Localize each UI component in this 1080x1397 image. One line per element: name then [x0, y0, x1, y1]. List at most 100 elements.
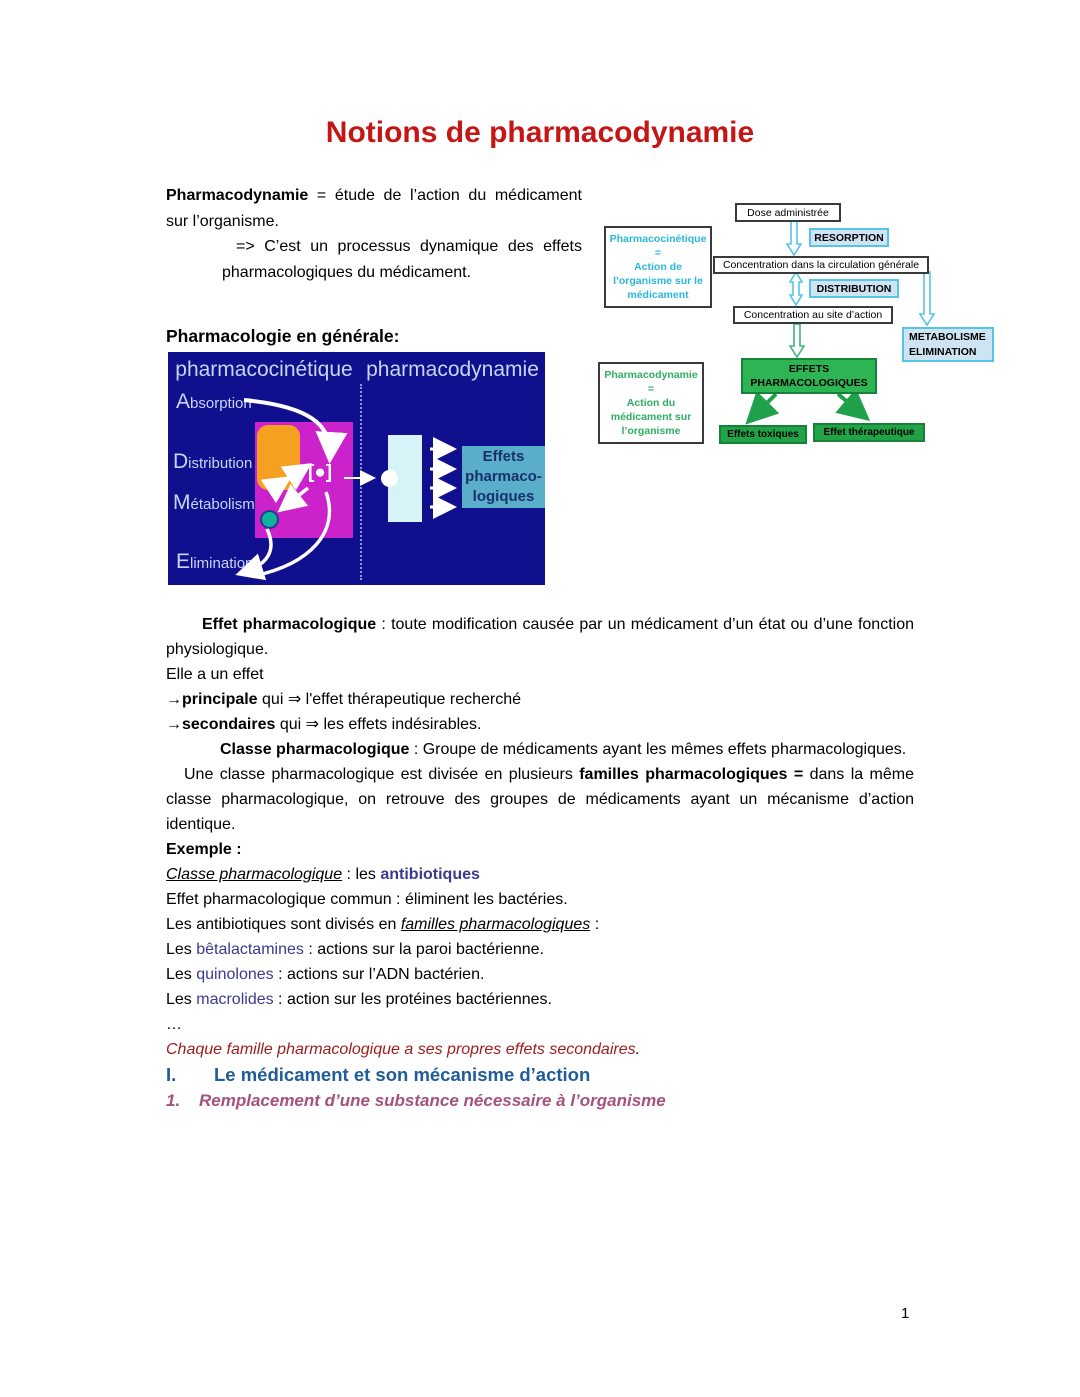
pharmacological-effects-box: EFFETS PHARMACOLOGIQUES	[741, 358, 877, 394]
adme-arrows-icon	[235, 398, 457, 581]
concentration-site-box: Concentration au site d’action	[733, 306, 893, 324]
dose-box: Dose administrée	[735, 203, 841, 222]
receptor-dot-icon	[381, 470, 398, 487]
adme-label-metabolism: Métabolisme	[173, 491, 263, 515]
adme-right-header: pharmacodynamie	[366, 358, 539, 381]
pk-line: médicament	[627, 289, 689, 301]
intro-definition: Pharmacodynamie = étude de l’action du m…	[166, 183, 582, 234]
fx-line: pharmaco-	[465, 468, 542, 485]
text: Les	[166, 941, 197, 958]
label-cap: A	[176, 390, 191, 413]
classe-italic-term: Classe pharmacologique	[166, 866, 343, 883]
metab-line: METABOLISME	[909, 330, 986, 343]
metabolite-dot-icon	[260, 510, 279, 529]
label-cap: M	[173, 491, 191, 514]
quinolones-term: quinolones	[196, 966, 274, 983]
text: : action sur les protéines bactériennes.	[273, 991, 552, 1008]
concentration-circulation-box: Concentration dans la circulation généra…	[713, 256, 929, 274]
page-title: Notions de pharmacodynamie	[325, 116, 755, 149]
subheading-remplacement: 1.Remplacement d’une substance nécessair…	[166, 1088, 914, 1113]
heading-number: I.	[166, 1064, 177, 1085]
text: Les	[166, 991, 197, 1008]
text: : actions sur la paroi bactérienne.	[303, 941, 545, 958]
classe-paragraph: Classe pharmacologique : Groupe de médic…	[166, 737, 914, 762]
body-text: Effet pharmacologique : toute modificati…	[166, 612, 914, 1113]
pharmacokinetics-definition-box: Pharmacocinétique = Action de l’organism…	[604, 226, 712, 308]
effet-text: : toute modification causée par un médic…	[166, 616, 914, 658]
familles-text: Une classe pharmacologique est divisée e…	[184, 766, 580, 783]
text: Les	[166, 966, 197, 983]
secondary-effects-note: Chaque famille pharmacologique a ses pro…	[166, 1037, 914, 1062]
distribution-box: DISTRIBUTION	[809, 279, 899, 298]
pd-line: médicament sur	[610, 411, 692, 423]
pk-line: Action de	[634, 261, 682, 273]
item-text: qui ⇒ l'effet thérapeutique recherché	[257, 691, 522, 708]
adme-label-absorption: Absorption	[176, 390, 252, 414]
familles-italic-term: familles pharmacologiques	[400, 916, 591, 933]
metabolism-elimination-box: METABOLISME ELIMINATION	[902, 327, 994, 362]
effet-item-principale: →principale qui ⇒ l'effet thérapeutique …	[166, 687, 914, 712]
classe-term: Classe pharmacologique	[220, 741, 410, 758]
metab-line: ELIMINATION	[909, 345, 977, 358]
antibiotiques-term: antibiotiques	[380, 866, 480, 883]
adme-diagram: pharmacocinétique pharmacodynamie Absorp…	[168, 352, 545, 585]
text: : actions sur l’ADN bactérien.	[273, 966, 485, 983]
fx-line: logiques	[472, 488, 535, 505]
note-period: .	[635, 1041, 641, 1058]
adme-left-header: pharmacocinétique	[175, 358, 353, 381]
intro-definition-text: = étude de l’action du médicament sur l’…	[166, 187, 582, 230]
page-number: 1	[901, 1305, 910, 1322]
betalactamines-term: bêtalactamines	[196, 941, 304, 958]
exemple-common-effect: Effet pharmacologique commun : éliminent…	[166, 891, 568, 908]
text: Les antibiotiques sont divisés en	[166, 916, 401, 933]
label-rest: bsorption	[190, 395, 252, 412]
effet-intro-line: Elle a un effet	[166, 666, 264, 683]
pk-line: l’organisme sur le	[613, 275, 703, 287]
familles-term: familles pharmacologiques =	[579, 766, 804, 783]
pk-line: =	[654, 247, 662, 259]
exemple-heading: Exemple :	[166, 841, 242, 858]
subheading-number: 1.	[166, 1091, 181, 1110]
resorption-box: RESORPTION	[809, 228, 889, 247]
arrow-glyph: →	[166, 691, 182, 708]
intro-term: Pharmacodynamie	[166, 187, 309, 204]
exemple-line-familles: Les antibiotiques sont divisés en famill…	[166, 912, 914, 937]
famille-macrolides: Les macrolides : action sur les protéine…	[166, 987, 914, 1012]
effet-paragraph: Effet pharmacologique : toute modificati…	[166, 612, 914, 662]
familles-paragraph: Une classe pharmacologique est divisée e…	[166, 762, 914, 837]
note-text: Chaque famille pharmacologique a ses pro…	[166, 1041, 636, 1058]
label-rest: istribution	[188, 455, 253, 472]
famille-quinolones: Les quinolones : actions sur l’ADN bacté…	[166, 962, 914, 987]
effet-item-secondaires: →secondaires qui ⇒ les effets indésirabl…	[166, 712, 914, 737]
classe-text: : Groupe de médicaments ayant les mêmes …	[409, 741, 907, 758]
text: :	[590, 916, 600, 933]
macrolides-term: macrolides	[196, 991, 274, 1008]
pd-line: =	[647, 383, 655, 395]
pharmacodynamics-definition-box: Pharmacodynamie = Action du médicament s…	[598, 362, 704, 444]
effet-term: Effet pharmacologique	[202, 616, 377, 633]
adme-label-distribution: Distribution	[173, 450, 252, 474]
therapeutic-effect-box: Effet thérapeutique	[813, 423, 925, 442]
pk-line: Pharmacocinétique	[609, 233, 707, 245]
pd-line: Pharmacodynamie	[604, 369, 698, 381]
item-term: secondaires	[182, 716, 276, 733]
adme-effects-box: Effets pharmaco- logiques	[462, 446, 545, 508]
item-term: principale	[182, 691, 258, 708]
heading-mechanism: I.Le médicament et son mécanisme d’actio…	[166, 1062, 914, 1088]
flow-arrows-icon	[745, 220, 936, 425]
item-text: qui ⇒ les effets indésirables.	[275, 716, 482, 733]
effets-line: EFFETS	[788, 363, 830, 375]
section-heading-pharmacology: Pharmacologie en générale:	[166, 326, 400, 346]
exemple-line-classe: Classe pharmacologique : les antibiotiqu…	[166, 862, 914, 887]
pharmacokinetics-flow-diagram: Pharmacocinétique = Action de l’organism…	[595, 198, 995, 448]
drug-concentration-symbol: [●]	[308, 462, 333, 483]
fx-line: Effets	[482, 448, 525, 465]
famille-betalactamines: Les bêtalactamines : actions sur la paro…	[166, 937, 914, 962]
familles-text: dans la même classe pharmacologique, on …	[166, 766, 914, 833]
effets-line: PHARMACOLOGIQUES	[750, 377, 868, 389]
label-cap: E	[176, 550, 191, 573]
text: : les	[342, 866, 381, 883]
toxic-effects-box: Effets toxiques	[719, 425, 807, 444]
arrow-glyph: →	[166, 716, 182, 733]
